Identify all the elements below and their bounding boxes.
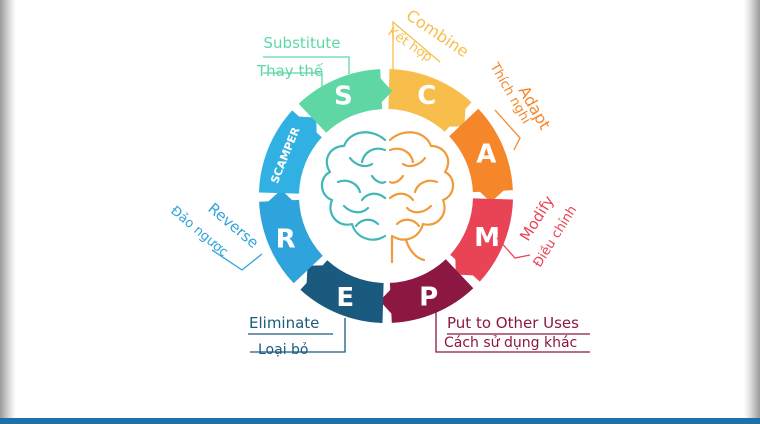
reverse-segment-pointer xyxy=(263,189,296,206)
eliminate-label: Eliminate xyxy=(249,314,319,332)
right-edge-shadow xyxy=(744,0,760,418)
substitute-leader xyxy=(263,56,350,74)
put-to-other-uses-letter: P xyxy=(419,282,438,312)
reverse-segment xyxy=(259,199,323,284)
scamper-segment xyxy=(259,110,322,194)
brain-right-hemisphere xyxy=(388,131,455,264)
eliminate-segment xyxy=(300,260,384,323)
combine-leader xyxy=(392,20,441,74)
put-to-other-uses-label: Put to Other Uses xyxy=(447,314,579,332)
adapt-segment xyxy=(449,108,513,193)
substitute-leader-lower xyxy=(263,72,323,96)
put-to-other-uses-segment-pointer xyxy=(379,286,396,319)
substitute-label-vi: Thay thế xyxy=(256,62,324,80)
put-to-other-uses-label-vi: Cách sử dụng khác xyxy=(444,335,577,351)
modify-leader xyxy=(496,237,531,259)
combine-segment xyxy=(388,69,472,132)
brain-left-hemisphere xyxy=(320,131,387,241)
reverse-letter: R xyxy=(276,225,296,255)
substitute-segment-pointer xyxy=(376,73,393,106)
eliminate-label-vi: Loại bỏ xyxy=(258,342,309,358)
eliminate-letter: E xyxy=(336,283,354,313)
left-edge-shadow xyxy=(0,0,16,418)
put-to-other-uses-segment xyxy=(389,259,474,323)
modify-segment xyxy=(450,198,513,282)
substitute-letter: S xyxy=(334,82,353,112)
adapt-letter: A xyxy=(476,139,496,169)
eliminate-segment-pointer xyxy=(306,265,327,290)
eliminate-leader-vert xyxy=(250,318,346,353)
scamper-segment-pointer xyxy=(292,116,317,137)
combine-letter: C xyxy=(417,81,436,111)
leader-lines xyxy=(211,20,590,353)
substitute-label: Substitute xyxy=(264,34,341,52)
put-leader-vert xyxy=(435,300,590,353)
combine-segment-pointer xyxy=(445,102,466,127)
adapt-segment-pointer xyxy=(476,186,509,203)
reverse-leader xyxy=(211,249,263,271)
modify-letter: M xyxy=(474,223,500,253)
substitute-segment xyxy=(298,69,383,133)
modify-segment-pointer xyxy=(455,255,480,276)
bottom-accent-bar xyxy=(0,418,760,424)
brain-icon xyxy=(320,131,455,264)
adapt-leader xyxy=(494,109,521,151)
